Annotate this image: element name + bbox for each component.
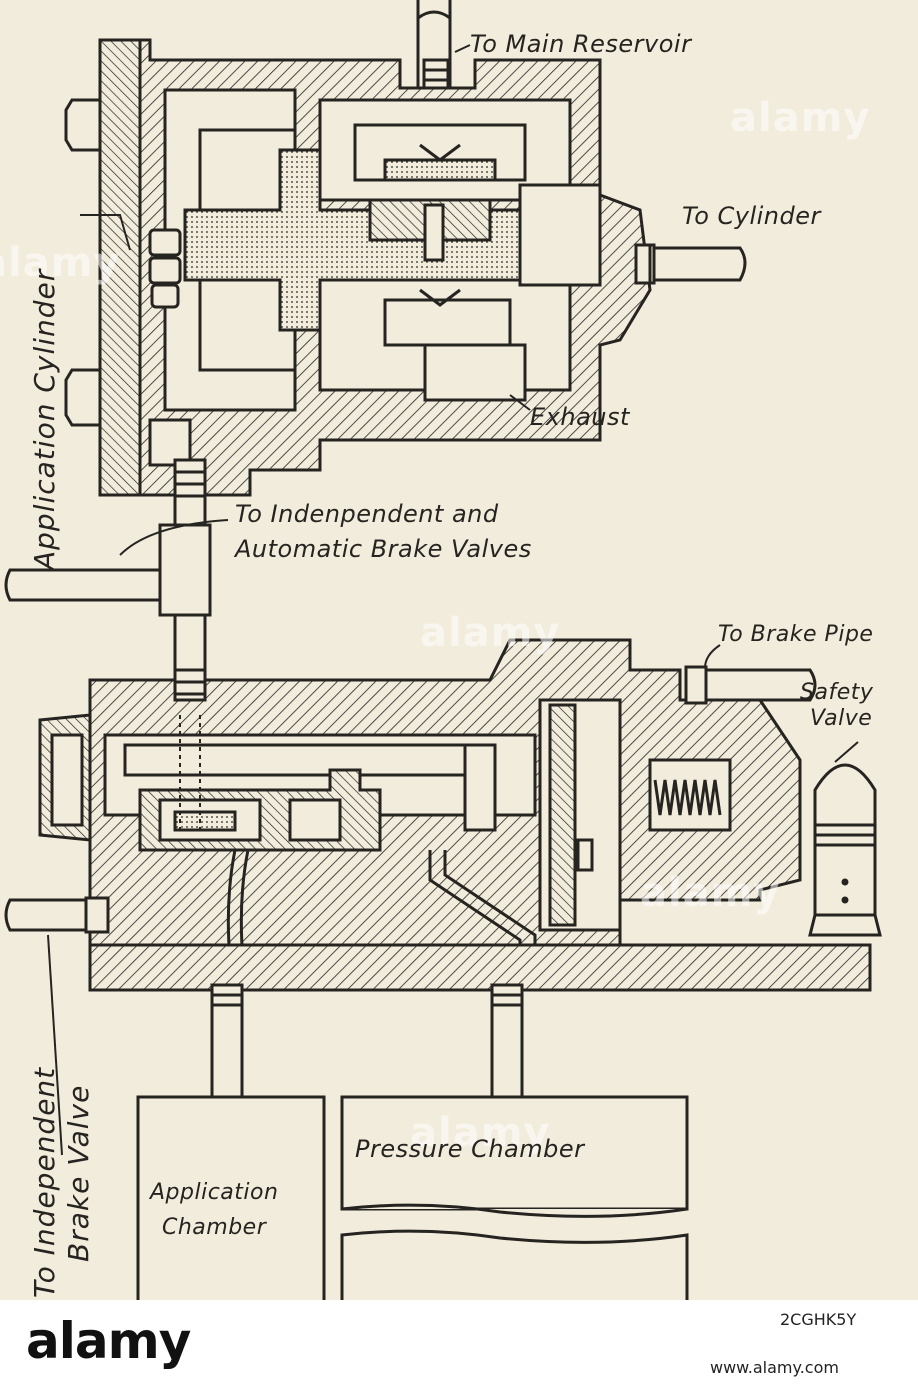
label-to-indep-auto-line1: To Indenpendent and	[235, 500, 499, 528]
watermark-text: alamy	[640, 870, 781, 916]
label-to-independent-brake-valve-line2: Brake Valve	[62, 1084, 95, 1262]
label-application-cylinder: Application Cylinder	[28, 268, 61, 570]
valve-cross-section-drawing	[4, 0, 882, 1300]
label-to-brake-pipe: To Brake Pipe	[718, 622, 874, 647]
connecting-pipe	[4, 458, 212, 717]
label-to-cylinder: To Cylinder	[682, 202, 821, 230]
label-safety-line2: Valve	[810, 706, 873, 731]
chambers	[136, 1095, 689, 1300]
watermark-text: alamy	[410, 1110, 551, 1156]
lower-valve-body	[4, 638, 882, 992]
chamber-pipes	[210, 983, 524, 1102]
label-application-chamber-line2: Chamber	[162, 1215, 267, 1240]
watermark-text: alamy	[420, 610, 561, 656]
watermark-text: alamy	[730, 95, 871, 141]
label-to-indep-auto-line2: Automatic Brake Valves	[235, 535, 532, 563]
label-to-independent-brake-valve-line1: To Independent	[28, 1066, 61, 1298]
label-application-chamber-line1: Application	[150, 1180, 279, 1205]
image-id: 2CGHK5Y	[780, 1310, 857, 1329]
site-url: www.alamy.com	[710, 1358, 839, 1377]
label-safety-line1: Safety	[800, 680, 874, 705]
alamy-logo: alamy	[26, 1312, 191, 1370]
watermark-text: alamy	[0, 240, 121, 286]
leader-lines	[47, 44, 859, 1156]
label-exhaust: Exhaust	[530, 403, 630, 431]
diagram-canvas: alamy alamy alamy alamy alamy To Main Re…	[0, 0, 882, 1300]
label-to-main-reservoir: To Main Reservoir	[470, 30, 692, 58]
stock-footer-bar	[0, 1300, 918, 1390]
label-pressure-chamber: Pressure Chamber	[355, 1135, 585, 1163]
upper-valve-body	[64, 0, 747, 497]
